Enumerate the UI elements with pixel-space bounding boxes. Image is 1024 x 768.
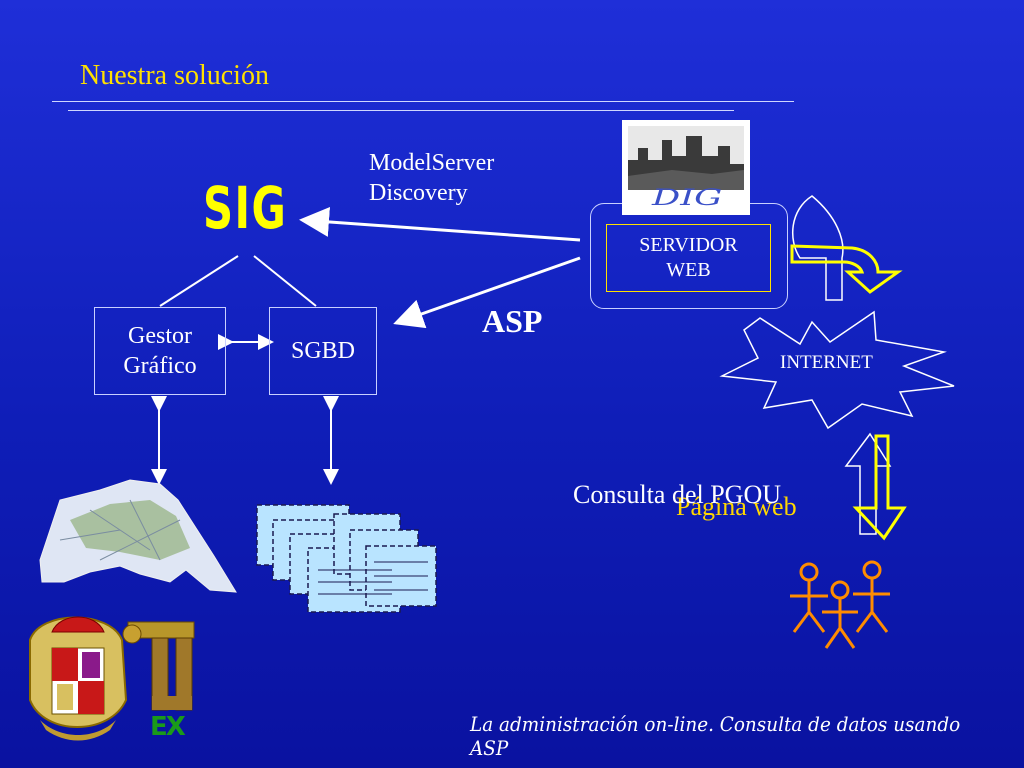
gestor-line1: Gestor [128, 323, 192, 349]
servidor-web-box: SERVIDOR WEB [606, 224, 771, 292]
internet-label: INTERNET [780, 352, 873, 373]
documents-image [256, 504, 437, 613]
modelserver-line1: ModelServer [369, 150, 495, 176]
city-map-image [39, 479, 237, 593]
modelserver-line2: Discovery [369, 180, 468, 206]
curved-arrow-yellow-shape [790, 244, 903, 294]
curved-arrow-shape [792, 195, 844, 301]
servidor-line2: WEB [666, 259, 711, 281]
gestor-grafico-box: Gestor Gráfico [94, 307, 226, 395]
title-rule-top [52, 101, 794, 102]
asp-label: ASP [482, 303, 543, 339]
sig-to-sgbd-line [253, 255, 317, 307]
gestor-line2: Gráfico [123, 353, 197, 379]
sig-label: SIG [203, 174, 288, 242]
sig-to-gestor-line [159, 255, 239, 307]
server-to-sig-arrow [299, 206, 581, 242]
consulta-pgou-label: Consulta del PGOU [573, 480, 781, 509]
slide-footer: La administración on-line. Consulta de d… [470, 712, 961, 760]
server-to-sgbd-arrow [393, 256, 581, 329]
title-rule-bottom [68, 110, 734, 111]
coat-of-arms-logo [29, 616, 128, 741]
photo-caption: DIG [652, 186, 723, 211]
city-photo-graphic [628, 126, 744, 190]
pagina-web-label: Página web [676, 492, 797, 521]
uex-logo-text: EX [150, 712, 186, 742]
sgbd-label: SGBD [290, 338, 356, 364]
slide-title: Nuestra solución [80, 60, 269, 91]
uex-logo [122, 621, 195, 711]
city-photo: DIG [622, 120, 750, 215]
internet-burst-shape [719, 310, 955, 430]
people-icon [790, 560, 890, 649]
documents-lines [318, 561, 428, 595]
servidor-line1: SERVIDOR [639, 234, 738, 256]
modelserver-label: ModelServer Discovery [369, 148, 494, 208]
sgbd-box: SGBD [269, 307, 377, 395]
down-arrow-yellow-shape [852, 434, 907, 541]
